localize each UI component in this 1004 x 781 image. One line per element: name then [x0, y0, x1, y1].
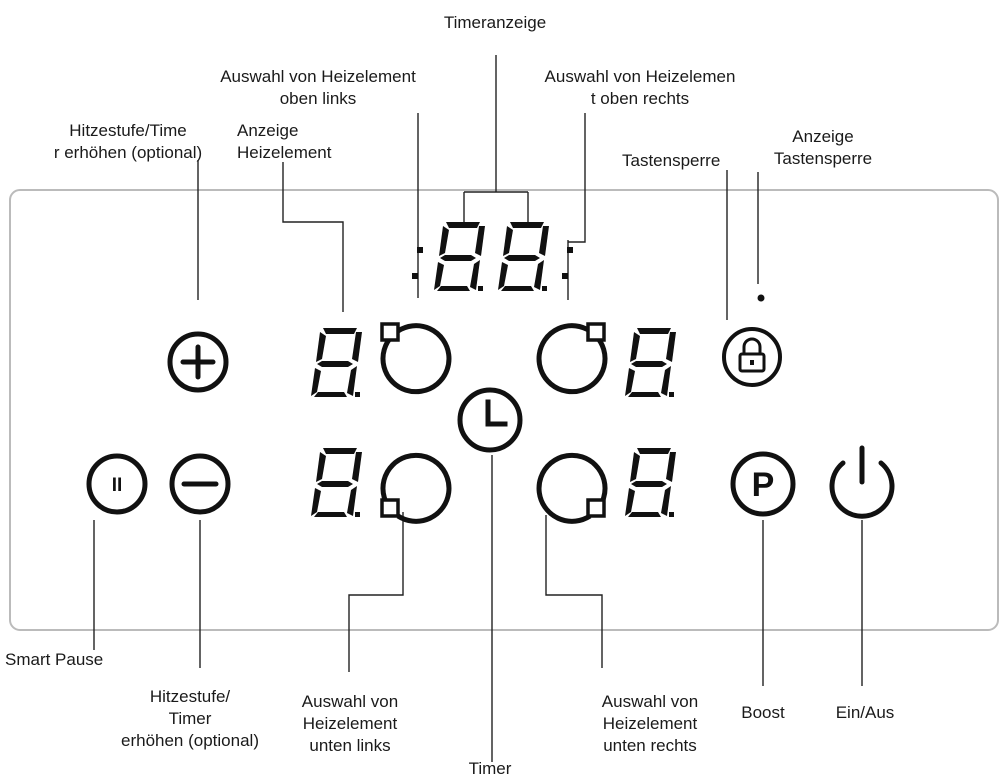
timer-digit-1 — [434, 222, 485, 291]
label-select-top-left: Auswahl von Heizelement oben links — [220, 67, 416, 108]
boost-button[interactable]: P — [730, 451, 796, 517]
timer-display — [412, 222, 573, 291]
label-boost: Boost — [741, 703, 785, 722]
power-button[interactable] — [829, 445, 895, 519]
label-select-top-right: Auswahl von Heizelemen t oben rechts — [544, 67, 736, 108]
pause-symbol: II — [112, 475, 123, 496]
label-decrease: Hitzestufe/ Timer erhöhen (optional) — [121, 687, 259, 750]
minus-icon — [169, 453, 231, 515]
leader-select-bottom-right — [545, 515, 603, 668]
decrease-button[interactable] — [169, 453, 231, 515]
timer-button[interactable] — [457, 387, 523, 453]
label-select-bottom-right: Auswahl von Heizelement unten rechts — [601, 692, 699, 755]
zone-select-bottom-right-button[interactable] — [536, 452, 608, 524]
key-lock-button[interactable] — [722, 327, 782, 387]
label-increase: Hitzestufe/Time r erhöhen (optional) — [53, 121, 203, 162]
label-zone-indicator: Anzeige Heizelement — [237, 121, 332, 162]
clock-icon — [457, 387, 523, 453]
zone-digit-bottom-left — [311, 448, 362, 517]
zone-select-top-left-button[interactable] — [380, 322, 452, 395]
label-on-off: Ein/Aus — [835, 703, 895, 722]
label-smart-pause: Smart Pause — [5, 650, 104, 669]
leader-timer-display — [463, 55, 529, 222]
colon-right-bottom — [562, 273, 568, 279]
zone-digit-top-left — [311, 328, 362, 397]
colon-left-top — [417, 247, 423, 253]
label-key-lock-indicator: Anzeige Tastensperre — [773, 127, 873, 168]
leader-zone-indicator — [282, 162, 344, 312]
zone-select-top-right-button[interactable] — [536, 322, 608, 395]
boost-icon — [730, 451, 796, 517]
label-timer-display: Timeranzeige — [443, 13, 547, 32]
colon-right-top — [567, 247, 573, 253]
panel-outline — [9, 189, 999, 631]
increase-button[interactable] — [167, 331, 229, 393]
boost-symbol: P — [752, 466, 775, 504]
leader-select-bottom-left — [348, 512, 404, 672]
label-key-lock: Tastensperre — [622, 151, 721, 170]
leader-select-top-right — [567, 113, 586, 300]
lock-icon — [722, 327, 782, 387]
zone-digit-top-right — [625, 328, 676, 397]
timer-digit-2 — [498, 222, 549, 291]
power-icon — [829, 460, 895, 519]
pause-icon — [86, 453, 148, 515]
key-lock-indicator-dot — [757, 294, 765, 302]
smart-pause-button[interactable]: II — [86, 453, 148, 515]
plus-icon — [167, 331, 229, 393]
label-timer: Timer — [468, 759, 512, 778]
zone-digit-bottom-right — [625, 448, 676, 517]
leader-lines — [93, 55, 863, 762]
zone-select-bottom-left-button[interactable] — [380, 452, 452, 524]
colon-left-bottom — [412, 273, 418, 279]
label-select-bottom-left: Auswahl von Heizelement unten links — [301, 692, 399, 755]
